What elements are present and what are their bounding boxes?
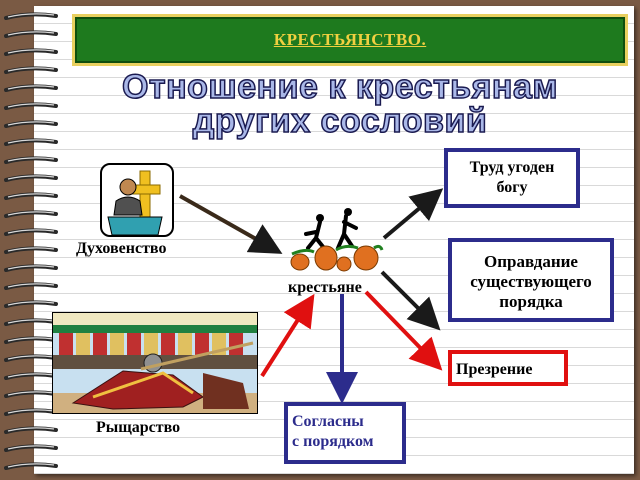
spiral-ring-highlight: [7, 445, 55, 450]
outcome-labor-line-1: Труд угоден: [469, 159, 555, 176]
spiral-ring-highlight: [7, 67, 55, 72]
spiral-ring-highlight: [7, 229, 55, 234]
title-line-1: Отношение к крестьянам: [121, 68, 559, 106]
outcome-contempt-box: Презрение: [448, 350, 568, 386]
peasants-label: крестьяне: [288, 279, 362, 296]
spiral-ring-highlight: [7, 373, 55, 378]
spiral-ring-highlight: [7, 301, 55, 306]
knights-label: Рыщарство: [96, 419, 181, 436]
clergy-icon: [100, 163, 174, 237]
spiral-ring-highlight: [7, 337, 55, 342]
spiral-ring-highlight: [7, 355, 55, 360]
spiral-ring-highlight: [7, 13, 55, 18]
outcome-justification-box: Оправдание существующего порядка: [448, 238, 614, 322]
spiral-ring-highlight: [7, 49, 55, 54]
spiral-ring-highlight: [7, 247, 55, 252]
jousting-knight-illustration: [53, 313, 257, 413]
outcome-agreement-line-1: Согласны: [292, 413, 364, 430]
spiral-ring-highlight: [7, 319, 55, 324]
spiral-ring-highlight: [7, 427, 55, 432]
spiral-ring-highlight: [7, 193, 55, 198]
outcome-agreement-line-2: с порядком: [292, 433, 374, 450]
arrow-clergy-to-peasants: [179, 194, 283, 254]
outcome-labor-line-2: богу: [496, 179, 528, 196]
arrow-peasants-to-labor: [382, 188, 444, 240]
title-line-2: других сословий: [192, 102, 488, 140]
spiral-ring-highlight: [7, 211, 55, 216]
header-banner: КРЕСТЬЯНСТВО.: [72, 14, 628, 66]
arrow-peasants-to-contempt: [364, 290, 443, 371]
spiral-ring-highlight: [7, 463, 55, 468]
farmers-pumpkins-icon: [290, 208, 384, 272]
outcome-labor-box: Труд угоден богу: [444, 148, 580, 208]
clergy-label: Духовенство: [76, 240, 167, 257]
spiral-ring-highlight: [7, 121, 55, 126]
outcome-justification-line-1: Оправдание: [484, 252, 578, 271]
knights-tournament-image: [52, 312, 258, 414]
spiral-ring-highlight: [7, 265, 55, 270]
spiral-ring-highlight: [7, 103, 55, 108]
outcome-contempt-text: Презрение: [456, 361, 533, 378]
outcome-agreement-box: Согласны с порядком: [284, 402, 406, 464]
outcome-justification-line-3: порядка: [499, 292, 563, 311]
arrow-peasants-to-justification: [380, 270, 441, 331]
header-title: КРЕСТЬЯНСТВО.: [273, 30, 427, 49]
spiral-ring-highlight: [7, 283, 55, 288]
outcome-justification-line-2: существующего: [470, 272, 592, 291]
spiral-ring-highlight: [7, 85, 55, 90]
spiral-ring-highlight: [7, 139, 55, 144]
spiral-ring-highlight: [7, 409, 55, 414]
spiral-ring-highlight: [7, 175, 55, 180]
spiral-rings: [4, 12, 58, 470]
priest-icon: [107, 170, 163, 235]
peasants-icon: [286, 204, 386, 276]
page-title: Отношение к крестьянам других сословий: [90, 68, 590, 140]
spiral-ring-highlight: [7, 391, 55, 396]
spiral-ring-highlight: [7, 31, 55, 36]
arrow-knights-to-peasants: [260, 293, 315, 378]
spiral-ring-highlight: [7, 157, 55, 162]
